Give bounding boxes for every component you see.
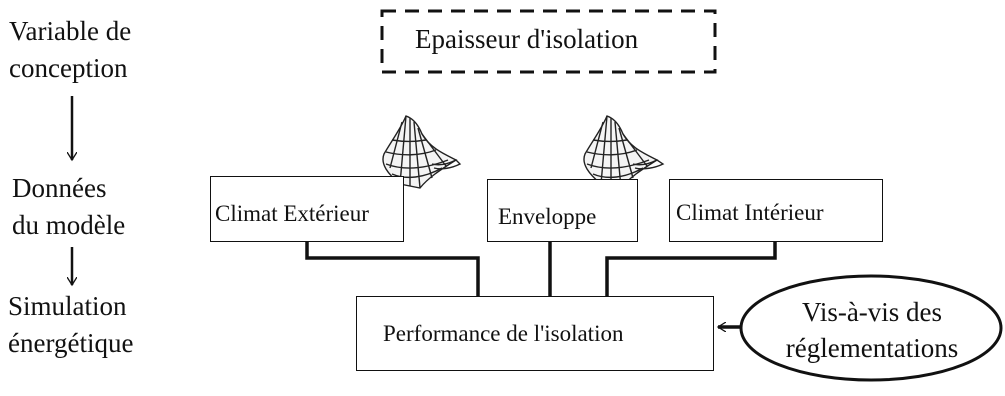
regulation-ellipse [739, 274, 1003, 382]
insulation-performance-box: Performance de l'isolation [356, 296, 714, 371]
indoor-climate-label: Climat Intérieur [676, 200, 824, 225]
regulation-label: Vis-à-vis des réglementations [785, 297, 959, 363]
indoor-climate-box: Climat Intérieur [669, 179, 883, 242]
envelope-box: Enveloppe [487, 179, 638, 242]
design-variable-text: Epaisseur d'isolation [415, 24, 639, 54]
outdoor-climate-box: Climat Extérieur [210, 176, 404, 242]
envelope-label: Enveloppe [498, 204, 597, 229]
wire-outdoor [305, 242, 480, 296]
weather-surface-icon [382, 115, 462, 189]
label-design-variable: Variable de conception [9, 16, 132, 83]
label-energy-simulation: Simulation énergétique [8, 291, 134, 358]
design-variable-box [380, 9, 717, 74]
wire-indoor [605, 242, 777, 296]
outdoor-climate-label: Climat Extérieur [215, 201, 369, 226]
insulation-performance-label: Performance de l'isolation [383, 321, 624, 346]
weather-surface-icon [583, 115, 665, 189]
label-model-data: Données du modèle [12, 173, 126, 240]
